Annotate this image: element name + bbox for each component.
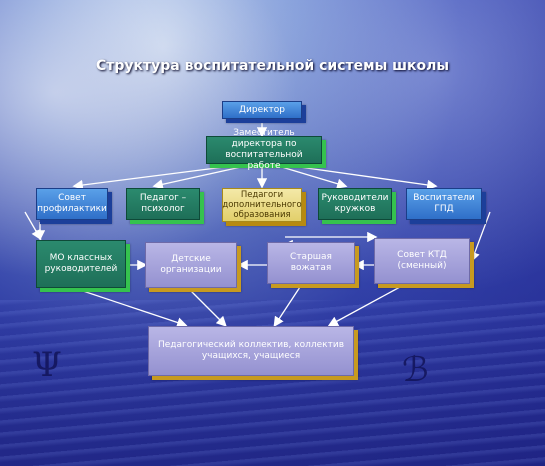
diagram-title: Структура воспитательной системы школы [95,58,450,74]
node-deputy-label: Заместитель директора по воспитательной … [225,128,303,171]
node-senior-leader-label: Старшая вожатая [290,252,332,273]
node-collective: Педагогический коллектив, коллектив учащ… [148,326,354,376]
node-director: Директор [222,101,302,119]
arrow-deputy-psychologist [152,164,251,190]
node-club-leaders-label: Руководители кружков [321,193,389,214]
node-mo-class: МО классных руководителей [36,240,126,288]
node-gpd: Воспитатели ГПД [406,188,482,220]
arrow-deputy-gpd [284,164,438,191]
node-children-orgs-label: Детские организации [160,254,222,275]
node-club-leaders: Руководители кружков [318,188,392,220]
node-council-prevention-label: Совет профилактики [37,193,107,214]
arrow-left-side [24,211,42,241]
node-deputy: Заместитель директора по воспитательной … [206,128,322,171]
node-ktd-council: Совет КТД (сменный) [374,238,470,284]
arrow-ktd-collective [327,286,401,327]
node-additional-education: Педагоги дополнительного образования [222,188,302,222]
node-council-prevention: Совет профилактики [36,188,108,220]
node-collective-label: Педагогический коллектив, коллектив учащ… [157,340,344,361]
arrow-children-collective [189,289,227,327]
arrow-mo-collective [79,289,188,328]
arrow-deputy-clubs [274,164,348,189]
node-psychologist: Педагог – психолог [126,188,200,220]
node-psychologist-label: Педагог – психолог [139,193,187,214]
arrow-deputy-council [72,164,241,191]
decorative-emblem-right: ℬ [402,350,429,390]
node-director-label: Директор [238,104,286,115]
decorative-emblem-left: Ψ [32,345,62,385]
arrow-gpd-right [469,211,491,263]
node-senior-leader: Старшая вожатая [267,242,355,284]
arrow-senior-collective [273,286,301,328]
node-children-orgs: Детские организации [145,242,237,288]
node-gpd-label: Воспитатели ГПД [413,193,475,214]
node-mo-class-label: МО классных руководителей [44,253,118,274]
node-ktd-council-label: Совет КТД (сменный) [397,250,447,271]
node-additional-education-label: Педагоги дополнительного образования [222,190,302,220]
